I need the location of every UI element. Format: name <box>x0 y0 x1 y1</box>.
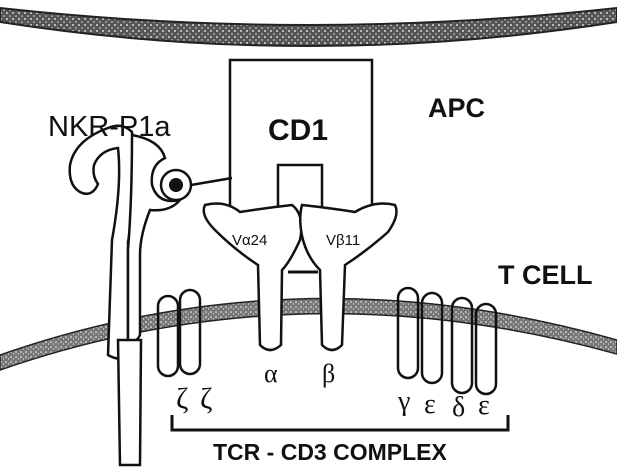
apc-label: APC <box>428 93 485 123</box>
zeta2-label: ζ <box>200 382 212 415</box>
beta-label: β <box>322 359 335 388</box>
va24-label: Vα24 <box>232 232 267 249</box>
vb11-label: Vβ11 <box>326 232 360 249</box>
epsilon2-label: ε <box>478 390 490 421</box>
zeta1-label: ζ <box>176 382 188 415</box>
epsilon1-label: ε <box>424 389 436 420</box>
nkr-cd1-link <box>191 178 232 185</box>
t-cell-membrane <box>0 298 617 370</box>
alpha-label: α <box>264 359 278 388</box>
tcr-alpha-chain <box>204 204 302 350</box>
gamma-label: γ <box>397 386 410 417</box>
cd3-zeta-chains <box>158 290 200 376</box>
nkr-p1a-receptor <box>70 126 191 465</box>
delta-label: δ <box>452 392 465 423</box>
t-cell-label: T CELL <box>498 260 593 290</box>
tcr-beta-chain <box>300 204 396 350</box>
complex-label: TCR - CD3 COMPLEX <box>213 439 448 465</box>
nkr-p1a-label: NKR-P1a <box>48 111 171 143</box>
apc-membrane <box>0 8 617 46</box>
cd1-label: CD1 <box>268 114 328 147</box>
